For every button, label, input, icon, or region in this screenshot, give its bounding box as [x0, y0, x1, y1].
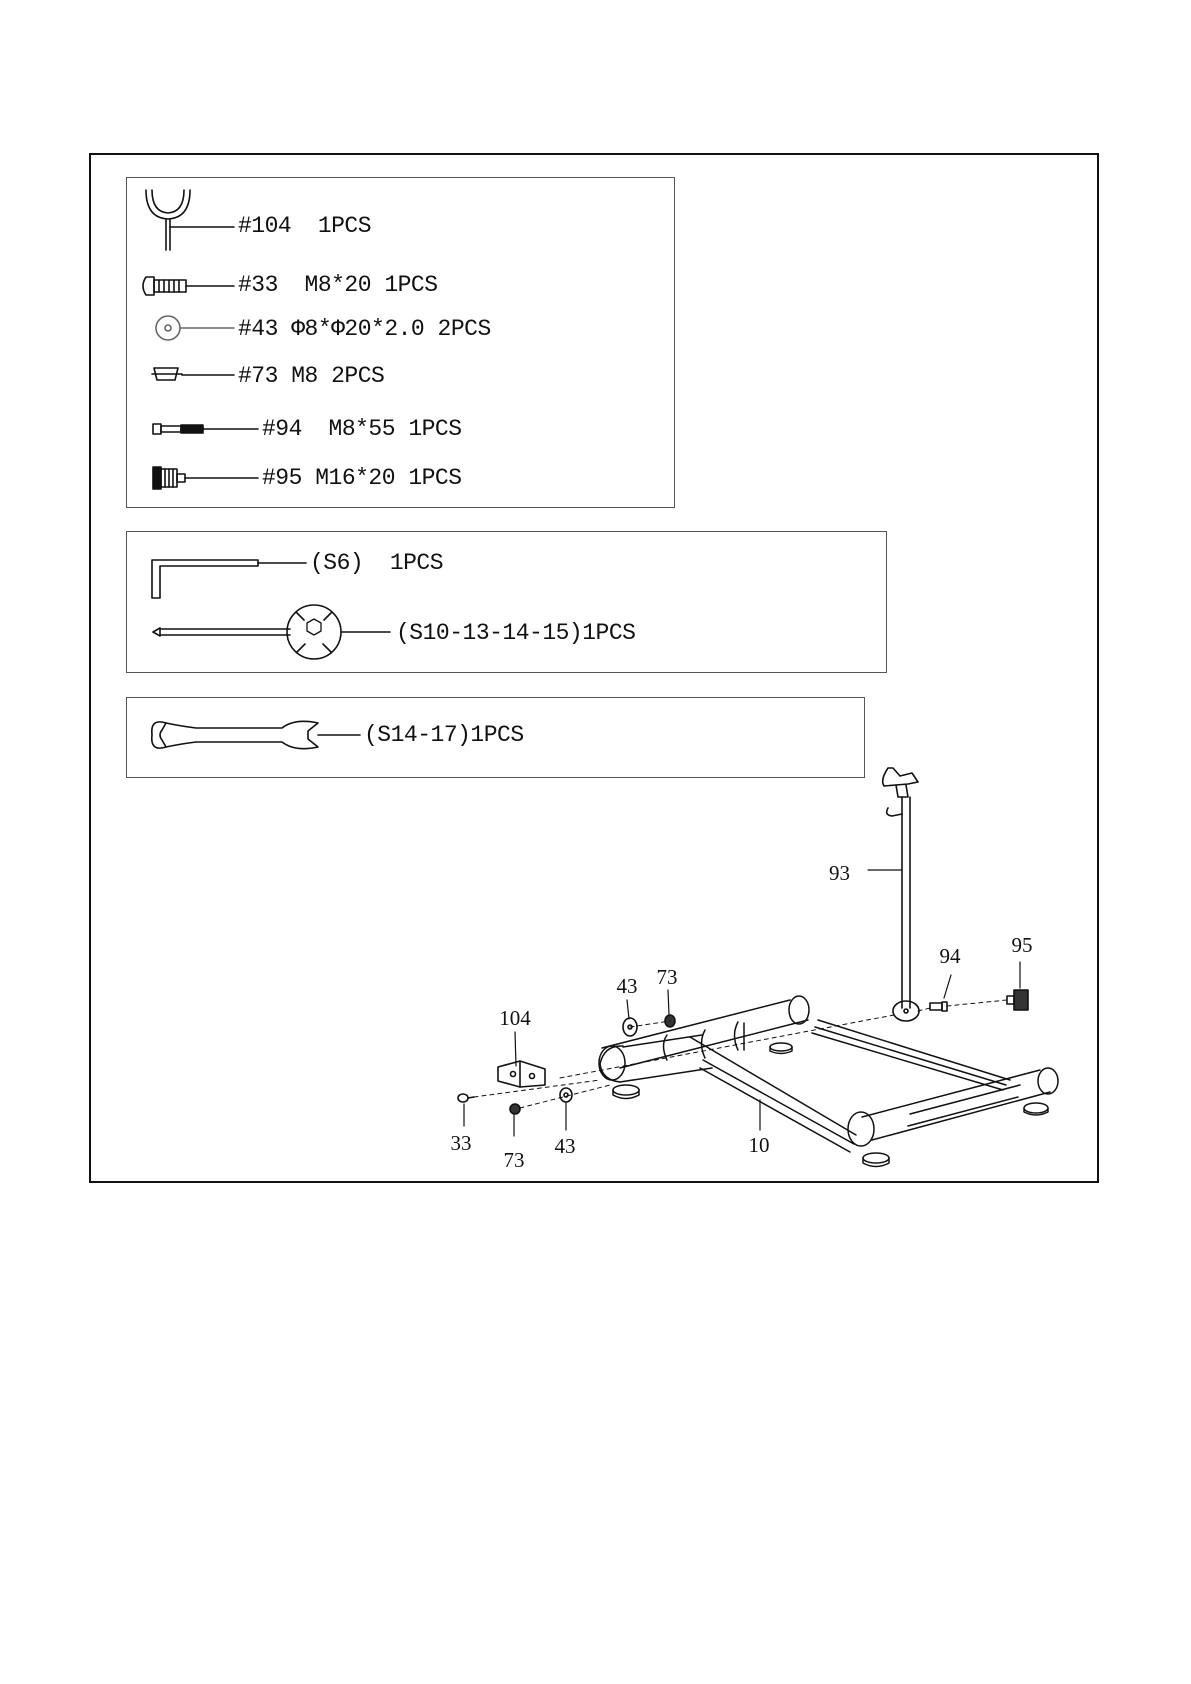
callout-93: 93 — [829, 861, 850, 885]
nut-icon — [152, 368, 234, 380]
bracket-104 — [498, 1061, 545, 1087]
y-bracket-icon — [146, 190, 234, 250]
washer-icon — [156, 316, 234, 340]
nut-73-bottom — [510, 1104, 520, 1114]
allen-key-icon — [152, 560, 306, 598]
callout-73-bottom: 73 — [504, 1148, 525, 1172]
callout-94: 94 — [940, 944, 962, 968]
knob-95 — [1007, 990, 1028, 1010]
long-bolt-94 — [930, 1002, 947, 1011]
long-bolt-icon — [153, 424, 258, 434]
callout-104: 104 — [499, 1006, 531, 1030]
bolt-icon — [143, 277, 234, 295]
callout-95: 95 — [1012, 933, 1033, 957]
callout-43-top: 43 — [617, 974, 638, 998]
bolt-33 — [458, 1094, 474, 1102]
wrench-icon — [152, 721, 360, 748]
callout-73-top: 73 — [657, 965, 678, 989]
knob-icon — [153, 467, 258, 489]
multi-tool-icon — [153, 605, 390, 659]
upright-post — [883, 768, 919, 1021]
callout-43-bottom: 43 — [555, 1134, 576, 1158]
callout-10: 10 — [749, 1133, 770, 1157]
callout-33: 33 — [451, 1131, 472, 1155]
